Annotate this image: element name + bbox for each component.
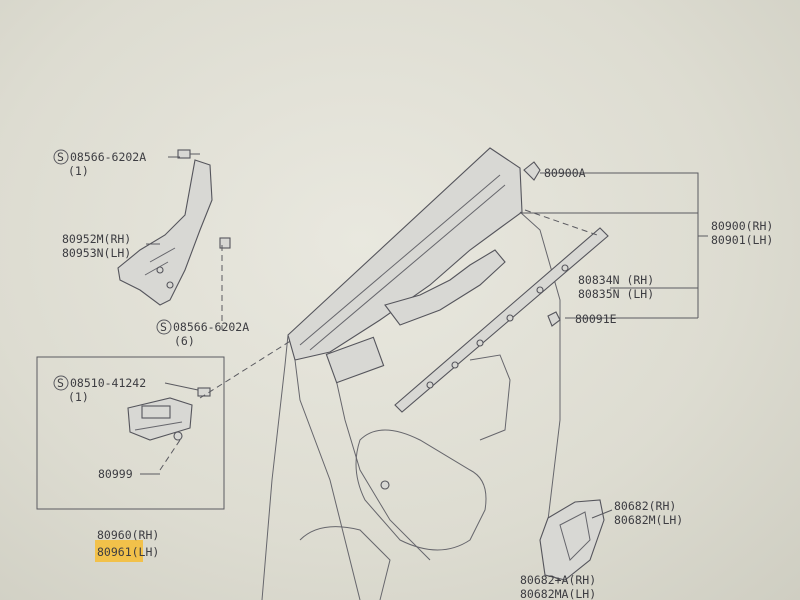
label-strip-lh: 80835N (LH) (578, 287, 654, 301)
symbol-s-3: S (57, 376, 64, 390)
door-trim-panel (261, 147, 561, 600)
label-bolt-top-qty: (1) (68, 164, 89, 178)
bracket (117, 149, 231, 306)
label-bolt-top: 08566-6202A (70, 150, 146, 164)
label-clip: 80900A (544, 166, 586, 180)
symbol-s-1: S (57, 150, 64, 164)
label-bracket-rh: 80952M(RH) (62, 232, 131, 246)
label-handle-lh: 80682M(LH) (614, 513, 683, 527)
switch-assembly-box (36, 339, 293, 510)
special-symbols: S S S (53, 149, 172, 391)
label-bolt-bottom-qty: (6) (174, 334, 195, 348)
label-escutcheon-lh: 80682MA(LH) (520, 587, 596, 600)
label-screw: 08510-41242 (70, 376, 146, 390)
symbol-s-2: S (160, 320, 167, 334)
label-switch-part: 80999 (98, 467, 133, 481)
label-trim-lh: 80901(LH) (711, 233, 773, 247)
label-bolt-bottom: 08566-6202A (173, 320, 249, 334)
label-escutcheon-rh: 80682+A(RH) (520, 573, 596, 587)
label-bracket-lh: 80953N(LH) (62, 246, 131, 260)
label-handle-rh: 80682(RH) (614, 499, 676, 513)
label-trim-rh: 80900(RH) (711, 219, 773, 233)
label-clip2: 80091E (575, 312, 617, 326)
clips (523, 161, 561, 327)
trim-strip (394, 227, 609, 413)
label-switch-lh: 80961(LH) (97, 545, 159, 559)
label-strip-rh: 80834N (RH) (578, 273, 654, 287)
label-screw-qty: (1) (68, 390, 89, 404)
label-switch-rh: 80960(RH) (97, 528, 159, 542)
inside-handle (539, 499, 605, 581)
leader-lines (140, 156, 708, 581)
highlight-marker (95, 540, 143, 562)
